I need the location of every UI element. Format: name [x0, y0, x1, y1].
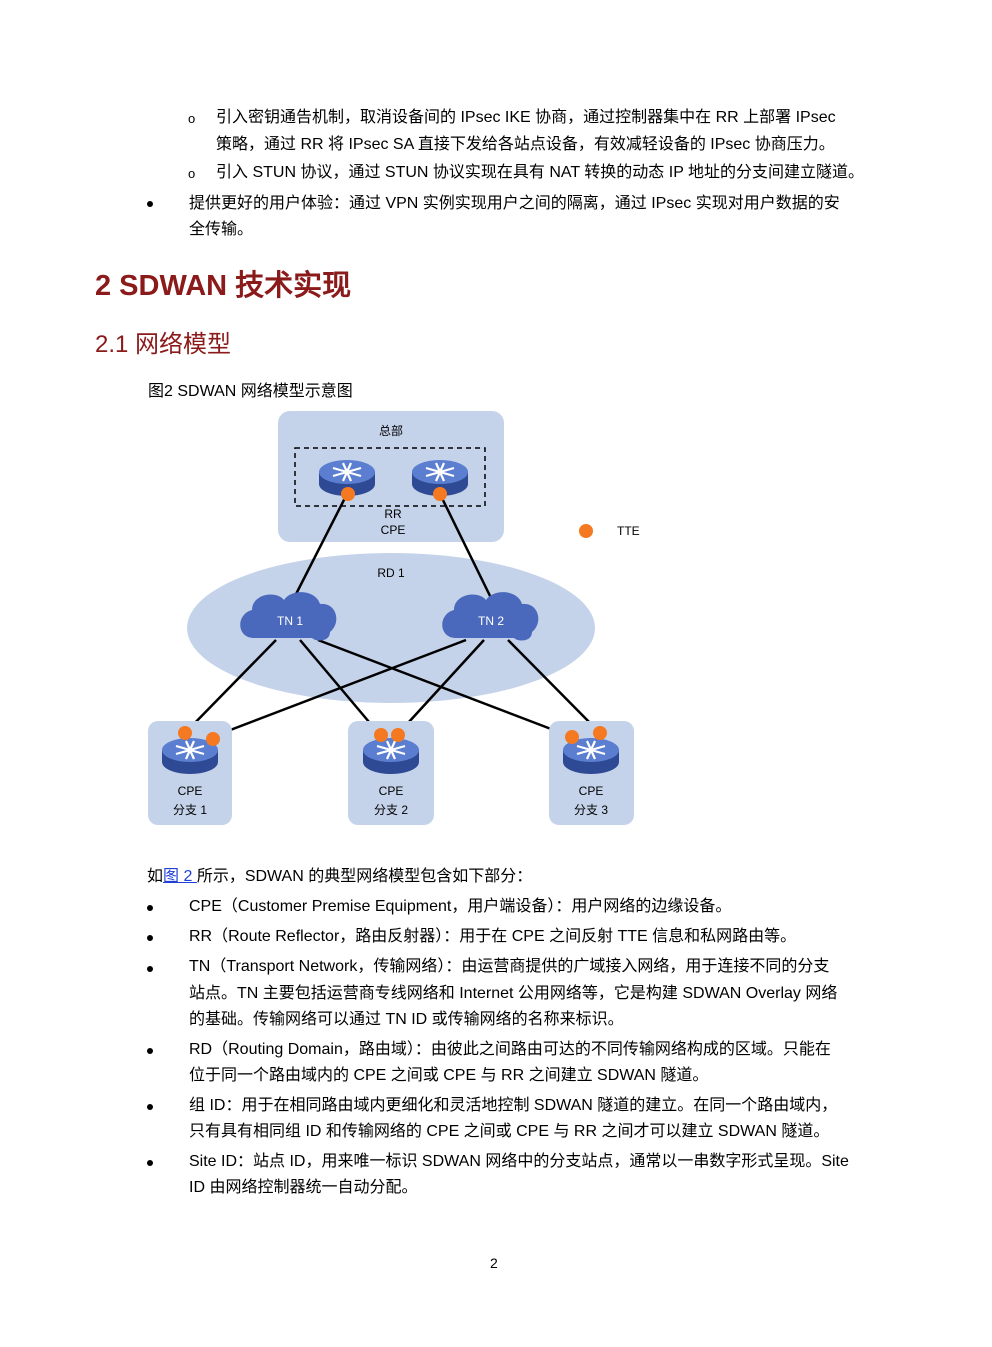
- links: [185, 493, 601, 739]
- bullet-site-id-line-1: Site ID：站点 ID，用来唯一标识 SDWAN 网络中的分支站点，通常以一…: [189, 1153, 849, 1170]
- bullet-marker: [147, 905, 153, 911]
- tn1-label: TN 1: [277, 614, 303, 628]
- tn2-label: TN 2: [478, 614, 504, 628]
- bullet-marker: [147, 966, 153, 972]
- tte-dot: [374, 728, 388, 742]
- bullet-marker: [147, 935, 153, 941]
- link-tn1-branch3: [317, 638, 573, 739]
- top-sub-item-2-line-1: 引入 STUN 协议，通过 STUN 协议实现在具有 NAT 转换的动态 IP …: [216, 164, 865, 181]
- hq-cpe-label: CPE: [381, 523, 406, 537]
- network-model-diagram: 总部 RD 1 RR CPE TTE TN 1 TN 2 CPE 分支 1: [148, 411, 640, 825]
- branch-2-cpe-label: CPE: [379, 784, 404, 798]
- bullet-group-id-line-1: 组 ID：用于在相同路由域内更细化和灵活地控制 SDWAN 隧道的建立。在同一个…: [189, 1097, 838, 1114]
- top-bullet-line-1: 提供更好的用户体验：通过 VPN 实例实现用户之间的隔离，通过 IPsec 实现…: [189, 195, 840, 212]
- branch-1: CPE 分支 1: [148, 721, 232, 825]
- figure-link[interactable]: 图 2: [163, 868, 197, 885]
- top-bullet-line-2: 全传输。: [189, 221, 254, 238]
- bullet-rd-line-2: 位于同一个路由域内的 CPE 之间或 CPE 与 RR 之间建立 SDWAN 隧…: [189, 1067, 709, 1084]
- page-number: 2: [490, 1255, 498, 1271]
- branch-3-name-label: 分支 3: [574, 803, 608, 817]
- bullet-site-id-line-2: ID 由网络控制器统一自动分配。: [189, 1179, 418, 1196]
- hq-label: 总部: [379, 423, 403, 438]
- subsection-title: 2.1 网络模型: [95, 331, 232, 358]
- bullet-marker: [147, 1048, 153, 1054]
- rr-group-dashed-box: [294, 447, 486, 507]
- branch-2-router-icon: [361, 736, 421, 776]
- tte-dot: [178, 726, 192, 740]
- top-sub-item-1-line-1: 引入密钥通告机制，取消设备间的 IPsec IKE 协商，通过控制器集中在 RR…: [216, 109, 836, 126]
- rd-label: RD 1: [377, 566, 405, 580]
- branch-1-cpe-label: CPE: [178, 784, 203, 798]
- bullet-rd-line-1: RD（Routing Domain，路由域）：由彼此之间路由可达的不同传输网络构…: [189, 1041, 831, 1058]
- tte-dot: [433, 487, 447, 501]
- tte-dot: [341, 487, 355, 501]
- tte-dot: [391, 728, 405, 742]
- tte-dot: [206, 732, 220, 746]
- tn2-cloud-icon: TN 2: [442, 592, 539, 641]
- sub-bullet-marker: o: [188, 166, 196, 181]
- link-tn1-branch1: [185, 639, 277, 733]
- bullet-tn-line-1: TN（Transport Network，传输网络）：由运营商提供的广域接入网络…: [189, 958, 830, 975]
- rr-label: RR: [384, 507, 402, 521]
- bullet-marker: [147, 1160, 153, 1166]
- branch-2: CPE 分支 2: [348, 721, 434, 825]
- link-rr-tn2: [438, 493, 495, 603]
- link-tn2-branch3: [507, 639, 601, 734]
- branch-3: CPE 分支 3: [549, 721, 634, 825]
- bullet-cpe-line-1: CPE（Customer Premise Equipment，用户端设备）：用户…: [189, 898, 732, 915]
- branch-3-cpe-label: CPE: [579, 784, 604, 798]
- bullet-tn-line-3: 的基础。传输网络可以通过 TN ID 或传输网络的名称来标识。: [189, 1011, 624, 1028]
- bullet-rr-line-1: RR（Route Reflector，路由反射器）：用于在 CPE 之间反射 T…: [189, 928, 797, 945]
- tte-legend-dot: [579, 524, 593, 538]
- intro-paragraph: 如图 2 所示，SDWAN 的典型网络模型包含如下部分：: [147, 867, 532, 887]
- link-tn2-branch1: [211, 638, 467, 739]
- top-sub-item-1-line-2: 策略，通过 RR 将 IPsec SA 直接下发给各站点设备，有效减轻设备的 I…: [216, 136, 835, 153]
- branch-2-name-label: 分支 2: [374, 803, 408, 817]
- tte-dot: [593, 726, 607, 740]
- tte-dot: [565, 730, 579, 744]
- bullet-group-id-line-2: 只有具有相同组 ID 和传输网络的 CPE 之间或 CPE 与 RR 之间才可以…: [189, 1123, 830, 1140]
- bullet-marker: [147, 1104, 153, 1110]
- tte-legend-label: TTE: [617, 524, 640, 538]
- intro-prefix: 如: [147, 868, 164, 885]
- link-tn2-branch2: [396, 639, 485, 736]
- tn1-cloud-icon: TN 1: [240, 592, 337, 641]
- section-title: 2 SDWAN 技术实现: [95, 270, 352, 302]
- branch-1-name-label: 分支 1: [173, 803, 207, 817]
- figure-caption: 图2 SDWAN 网络模型示意图: [148, 383, 353, 400]
- link-rr-tn1: [290, 493, 349, 603]
- sub-bullet-marker: o: [188, 111, 196, 126]
- bullet-tn-line-2: 站点。TN 主要包括运营商专线网络和 Internet 公用网络等，它是构建 S…: [189, 985, 838, 1002]
- intro-suffix: 所示，SDWAN 的典型网络模型包含如下部分：: [196, 868, 533, 885]
- bullet-marker: [147, 201, 153, 207]
- rd-region: [187, 553, 595, 703]
